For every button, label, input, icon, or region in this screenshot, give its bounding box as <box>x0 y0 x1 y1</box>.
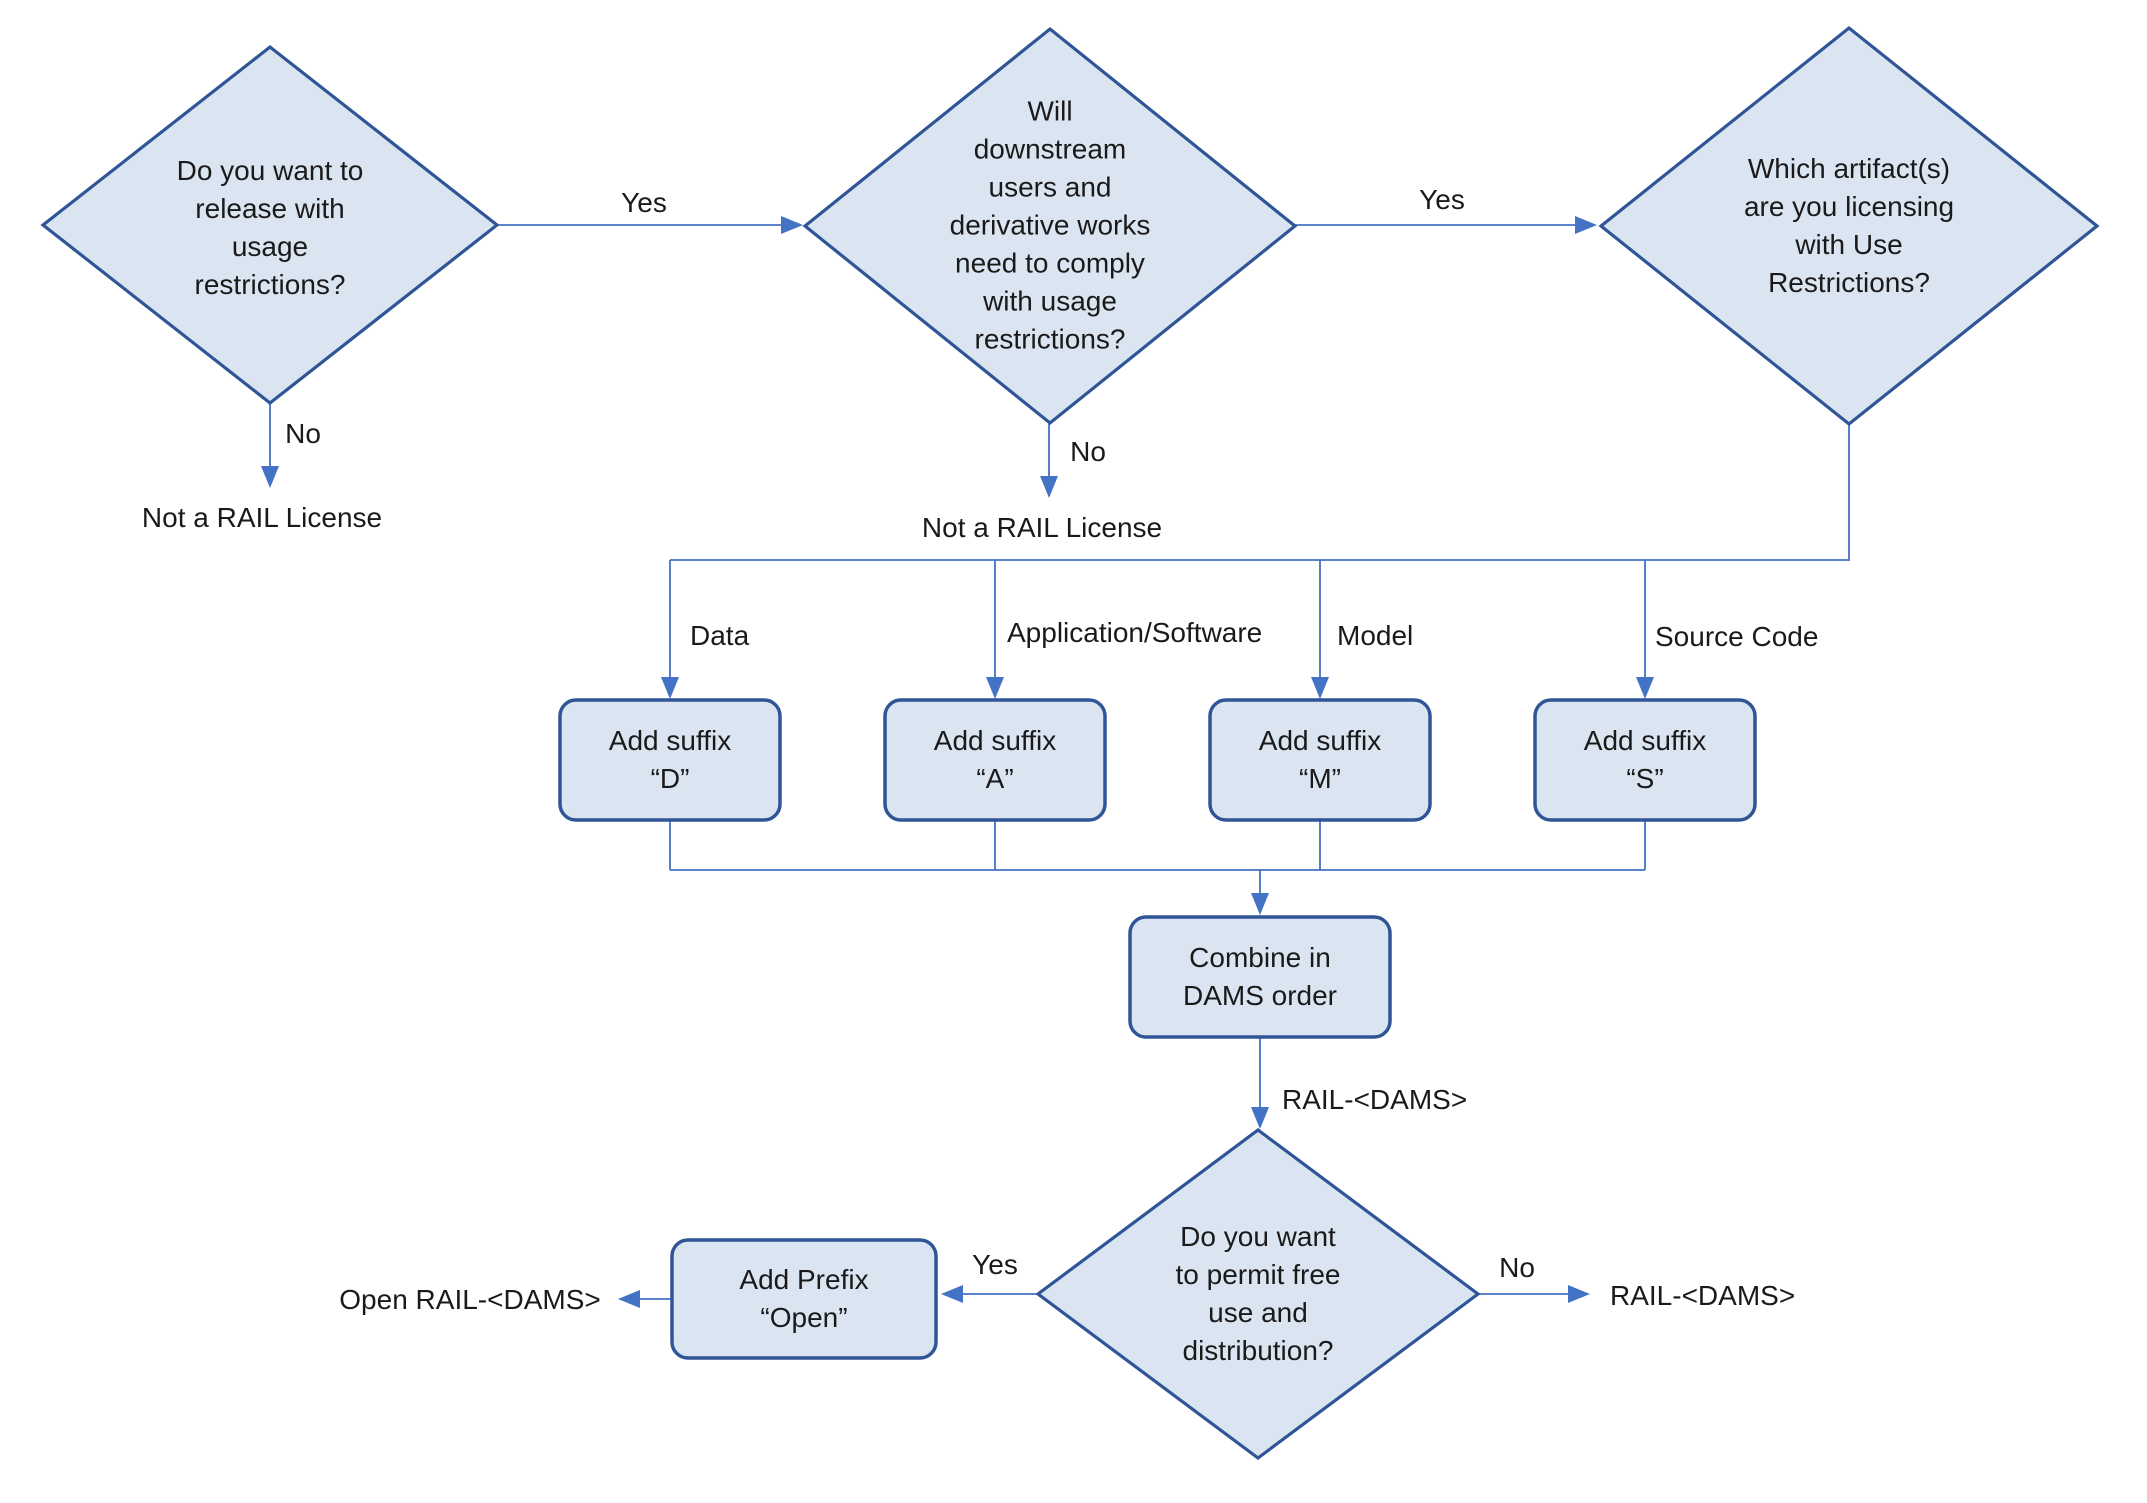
arrowhead-artifact-source <box>1636 677 1654 699</box>
combine-box <box>1128 915 1392 1039</box>
edge-label-yes-1: Yes <box>621 186 667 218</box>
arrowhead-yes-2 <box>1575 216 1597 234</box>
add-prefix-box <box>670 1238 938 1360</box>
edge-label-yes-2: Yes <box>1419 183 1465 215</box>
suffix-a-box <box>883 698 1107 822</box>
terminal-open-rail: Open RAIL-<DAMS> <box>339 1283 601 1315</box>
decision-artifacts-label: Which artifact(s) are you licensing with… <box>1743 152 1955 299</box>
edge-label-no-3: No <box>1499 1251 1535 1283</box>
decision-usage-diamond <box>40 44 500 406</box>
terminal-rail-dams-final: RAIL-<DAMS> <box>1610 1279 1796 1311</box>
edge-artifact-trunk <box>670 424 1850 561</box>
edge-label-artifact-model: Model <box>1337 619 1414 651</box>
arrowhead-combine <box>1251 893 1269 915</box>
arrowhead-yes-1 <box>781 216 803 234</box>
decision-free-use-diamond <box>1035 1128 1481 1460</box>
decision-free-use-label: Do you want to permit free use and distr… <box>1175 1220 1341 1367</box>
combine-label: Combine in DAMS order <box>1182 941 1338 1011</box>
edge-merge-lines <box>669 820 1646 893</box>
arrowhead-no-3 <box>1568 1285 1590 1303</box>
connectors <box>261 216 1850 1308</box>
decision-downstream-label: Will downstream users and derivative wor… <box>949 95 1151 356</box>
terminal-not-rail-1: Not a RAIL License <box>141 501 383 533</box>
terminal-not-rail-2: Not a RAIL License <box>921 511 1163 543</box>
suffix-m-label: Add suffix “M” <box>1258 724 1382 794</box>
suffix-a-label: Add suffix “A” <box>933 724 1057 794</box>
arrowhead-no-2 <box>1040 476 1058 498</box>
edge-label-artifact-data: Data <box>690 619 750 651</box>
arrowhead-no-1 <box>261 466 279 488</box>
arrowhead-open-rail <box>618 1290 640 1308</box>
edge-label-no-2: No <box>1070 435 1106 467</box>
edge-label-artifact-source: Source Code <box>1655 620 1819 652</box>
arrowhead-artifact-model <box>1311 677 1329 699</box>
suffix-s-label: Add suffix “S” <box>1583 724 1707 794</box>
decision-artifacts-diamond <box>1598 25 2100 427</box>
suffix-d-box <box>558 698 782 822</box>
arrowhead-artifact-app <box>986 677 1004 699</box>
edge-label-rail-dams-mid: RAIL-<DAMS> <box>1282 1083 1468 1115</box>
edge-label-no-1: No <box>285 417 321 449</box>
arrowhead-rail-dams <box>1251 1107 1269 1129</box>
suffix-s-box <box>1533 698 1757 822</box>
suffix-m-box <box>1208 698 1432 822</box>
edge-label-yes-3: Yes <box>972 1248 1018 1280</box>
edge-label-artifact-app: Application/Software <box>1007 616 1263 648</box>
add-prefix-label: Add Prefix “Open” <box>739 1263 869 1333</box>
decision-downstream-diamond <box>802 26 1298 426</box>
arrowhead-artifact-data <box>661 677 679 699</box>
arrowhead-yes-3 <box>941 1285 963 1303</box>
decision-usage-label: Do you want to release with usage restri… <box>176 154 364 301</box>
suffix-d-label: Add suffix “D” <box>608 724 732 794</box>
